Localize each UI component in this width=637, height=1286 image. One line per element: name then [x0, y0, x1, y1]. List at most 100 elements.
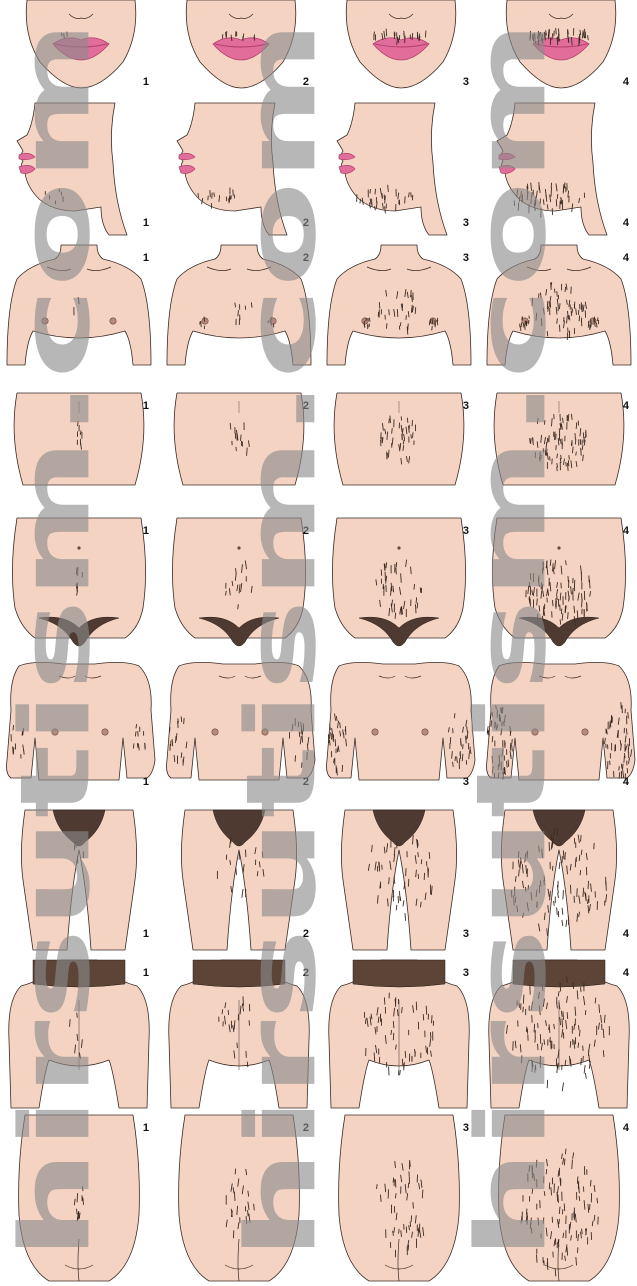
lower-abdomen-illustration: [325, 518, 473, 652]
thigh-score-4-panel: 4: [485, 810, 633, 952]
arm-score-2-panel: 2: [165, 660, 313, 800]
arm-score-3-panel: 3: [325, 660, 473, 800]
score-label: 3: [463, 401, 469, 412]
navel: [77, 546, 80, 549]
lower-abdomen: [12, 518, 145, 638]
torso: [327, 245, 471, 365]
lower-back: [499, 1115, 620, 1281]
chest-score-4-panel: 4: [485, 245, 633, 387]
chest-illustration: [5, 245, 153, 387]
score-label: 4: [623, 777, 629, 788]
upper-abdomen-score-4-panel: 4: [485, 393, 633, 511]
upper-back-illustration: [165, 960, 313, 1108]
lower-abdomen-score-1-panel: 1: [5, 518, 153, 652]
score-label: 2: [303, 218, 309, 229]
chin-score-3-panel: 3: [325, 103, 473, 241]
score-label: 4: [623, 218, 629, 229]
upper-back-illustration: [485, 960, 633, 1108]
score-label: 3: [463, 777, 469, 788]
score-label: 1: [143, 401, 149, 412]
arm-illustration: [325, 660, 473, 800]
score-label: 3: [463, 253, 469, 264]
torso: [7, 245, 151, 365]
upper-lip-score-4-panel: 4: [485, 0, 633, 100]
chin-illustration: [165, 103, 313, 241]
score-label: 4: [623, 526, 629, 537]
arms-torso: [487, 662, 636, 780]
nipple: [532, 729, 538, 735]
chest-illustration: [325, 245, 473, 387]
thigh-illustration: [165, 810, 313, 952]
score-label: 2: [303, 777, 309, 788]
lower-abdomen: [492, 518, 625, 638]
upper-back-score-1-panel: 1: [5, 960, 153, 1108]
lower-abdomen: [172, 518, 305, 638]
score-label: 3: [463, 968, 469, 979]
lower-back-illustration: [325, 1115, 473, 1283]
chin-score-2-panel: 2: [165, 103, 313, 241]
score-label: 1: [143, 1123, 149, 1134]
hair-on-head: [193, 960, 285, 987]
navel: [397, 546, 400, 549]
score-label: 2: [303, 253, 309, 264]
score-label: 1: [143, 777, 149, 788]
arm-score-4-panel: 4: [485, 660, 633, 800]
upper-abdomen-illustration: [5, 393, 153, 511]
lower-abdomen-illustration: [5, 518, 153, 652]
score-label: 2: [303, 526, 309, 537]
lower-back: [19, 1115, 140, 1281]
score-label: 1: [143, 218, 149, 229]
score-label: 2: [303, 77, 309, 88]
score-label: 3: [463, 77, 469, 88]
chest-score-2-panel: 2: [165, 245, 313, 387]
upper-lip-illustration: [5, 0, 153, 100]
upper-abdomen-illustration: [325, 393, 473, 511]
lower-back-illustration: [165, 1115, 313, 1283]
score-label: 4: [623, 929, 629, 940]
nipple: [362, 318, 368, 324]
lower-back: [339, 1115, 460, 1281]
lower-abdomen-score-2-panel: 2: [165, 518, 313, 652]
lower-abdomen-score-4-panel: 4: [485, 518, 633, 652]
upper-abdomen-score-2-panel: 2: [165, 393, 313, 511]
chin-score-1-panel: 1: [5, 103, 153, 241]
hair-on-head: [353, 960, 445, 987]
lower-back-score-4-panel: 4: [485, 1115, 633, 1283]
chest-illustration: [165, 245, 313, 387]
upper-lip-illustration: [165, 0, 313, 100]
nipple: [102, 729, 108, 735]
score-label: 4: [623, 968, 629, 979]
nipple: [582, 729, 588, 735]
lower-abdomen-score-3-panel: 3: [325, 518, 473, 652]
score-label: 2: [303, 929, 309, 940]
arm-illustration: [165, 660, 313, 800]
navel: [557, 546, 560, 549]
score-label: 2: [303, 401, 309, 412]
torso: [167, 245, 311, 365]
nipple: [52, 729, 58, 735]
lower-back-illustration: [485, 1115, 633, 1283]
lower-abdomen-illustration: [485, 518, 633, 652]
score-label: 3: [463, 526, 469, 537]
score-label: 4: [623, 77, 629, 88]
score-label: 4: [623, 1123, 629, 1134]
navel: [237, 546, 240, 549]
score-label: 2: [303, 1123, 309, 1134]
chin-illustration: [325, 103, 473, 241]
arm-illustration: [5, 660, 153, 800]
thigh-score-3-panel: 3: [325, 810, 473, 952]
score-label: 1: [143, 253, 149, 264]
upper-back-score-3-panel: 3: [325, 960, 473, 1108]
lower-abdomen-illustration: [165, 518, 313, 652]
torso: [487, 245, 631, 365]
nipple: [42, 318, 48, 324]
lower-back-score-3-panel: 3: [325, 1115, 473, 1283]
chest-illustration: [485, 245, 633, 387]
score-label: 3: [463, 218, 469, 229]
upper-lip-score-3-panel: 3: [325, 0, 473, 100]
upper-abdomen-illustration: [165, 393, 313, 511]
thigh-score-2-panel: 2: [165, 810, 313, 952]
upper-back-illustration: [325, 960, 473, 1108]
upper-abdomen-illustration: [485, 393, 633, 511]
